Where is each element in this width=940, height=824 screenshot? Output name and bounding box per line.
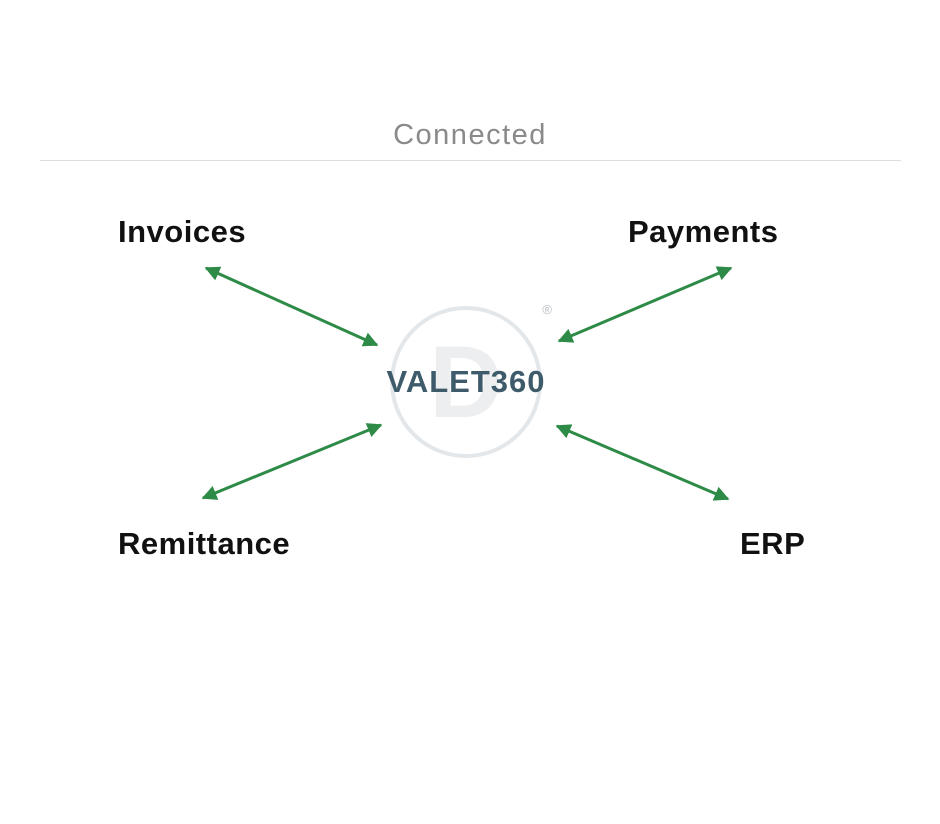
arrow-erp-icon — [555, 424, 730, 501]
node-label-invoices: Invoices — [118, 214, 247, 249]
node-label-erp: ERP — [740, 526, 806, 561]
node-label-remittance: Remittance — [118, 526, 291, 561]
center-node-label: VALET360 — [386, 364, 546, 399]
valet360-logo: D ® VALET360 — [386, 302, 552, 458]
page-title: Connected — [393, 119, 547, 151]
arrow-payments-icon — [557, 266, 733, 343]
registered-trademark-icon: ® — [542, 302, 552, 317]
logo-d-watermark-icon: D — [429, 325, 503, 439]
title-divider — [40, 160, 901, 161]
logo-circle-icon: D — [390, 306, 542, 458]
node-label-payments: Payments — [628, 214, 779, 249]
arrow-remittance-icon — [201, 423, 383, 500]
arrow-invoices-icon — [204, 266, 379, 347]
